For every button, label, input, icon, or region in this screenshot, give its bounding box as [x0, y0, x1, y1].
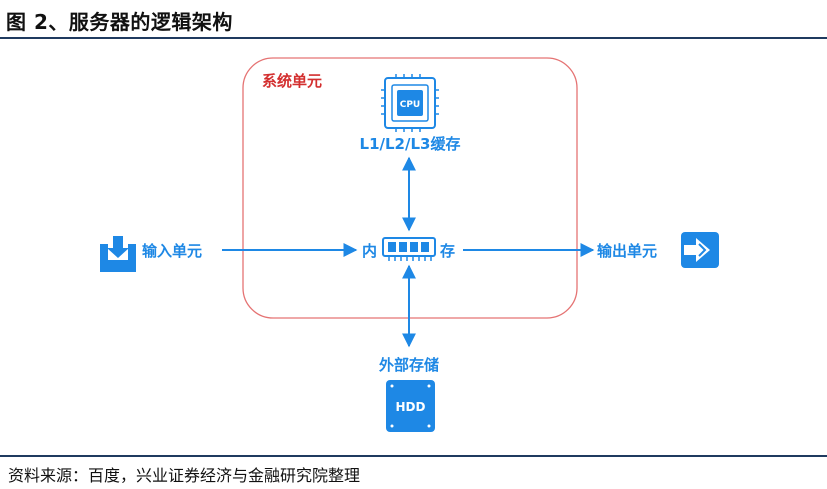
memory-module-icon	[382, 237, 436, 261]
cache-label: L1/L2/L3缓存	[360, 135, 461, 153]
memory-label-right: 存	[440, 242, 455, 260]
hdd-label: HDD	[396, 400, 426, 414]
top-divider	[0, 37, 827, 39]
figure-title: 图 2、服务器的逻辑架构	[6, 10, 233, 34]
source-note: 资料来源：百度，兴业证券经济与金融研究院整理	[8, 466, 361, 485]
bottom-divider	[0, 455, 827, 457]
output-unit-label: 输出单元	[597, 242, 657, 260]
input-unit-label: 输入单元	[142, 242, 202, 260]
cpu-icon: CPU	[381, 74, 439, 132]
hdd-icon: HDD	[386, 380, 435, 432]
memory-label-left: 内	[362, 242, 377, 260]
external-storage-label: 外部存储	[378, 356, 439, 374]
input-icon	[100, 236, 136, 272]
cpu-chip-label: CPU	[400, 100, 421, 110]
system-unit-label: 系统单元	[262, 72, 322, 90]
output-icon	[681, 232, 719, 268]
